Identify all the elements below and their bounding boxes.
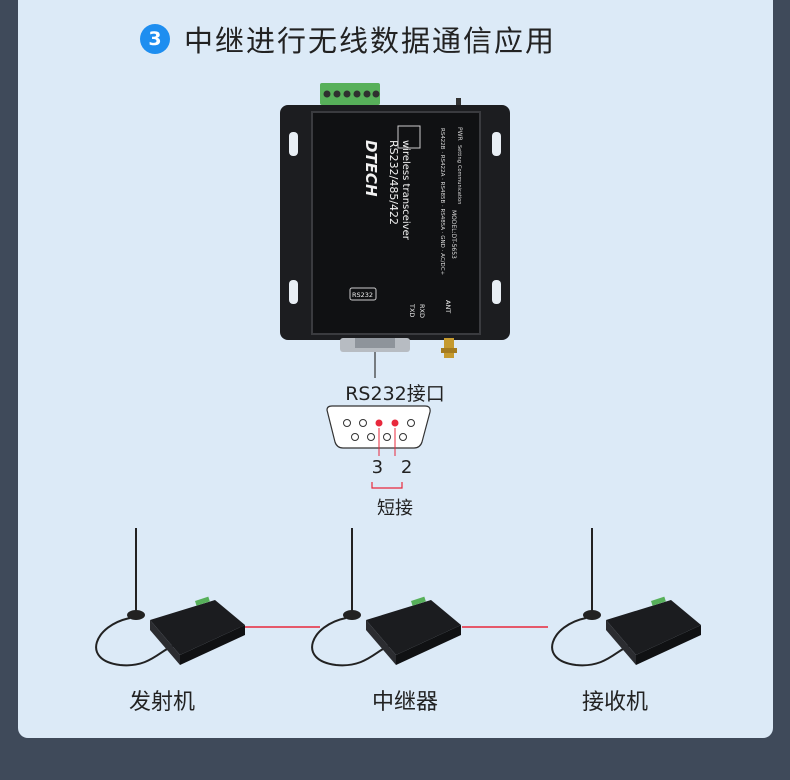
- port-name-label: RS232: [352, 291, 373, 299]
- product-name-line1: RS232/485/422: [387, 140, 400, 225]
- pwr-indicator-label: PWR: [456, 127, 463, 141]
- brand-logo: DTECH: [362, 140, 380, 197]
- short-bracket: [371, 482, 403, 489]
- short-circuit-label: 短接: [377, 498, 413, 519]
- pin-2-highlight: [391, 419, 399, 427]
- product-name-line2: wireless transceiver: [400, 140, 411, 241]
- setting-label: Setting: [456, 145, 462, 163]
- section-heading: 3 中继进行无线数据通信应用: [140, 18, 556, 60]
- pin-3-highlight: [375, 419, 383, 427]
- node-device-repeater: [311, 528, 461, 667]
- node-label-receiver: 接收机: [581, 690, 648, 715]
- rs232-port-label: RS232接口: [345, 383, 445, 405]
- ant-label: ANT: [444, 300, 452, 313]
- node-label-transmitter: 发射机: [128, 690, 195, 715]
- terminal-labels: RS422B · RS422A · RS485B · RS485A · GND …: [439, 128, 445, 276]
- rxd-label: RXD: [418, 304, 426, 318]
- step-number-badge: 3: [140, 24, 170, 54]
- pin-numbers: 3 2: [0, 457, 790, 478]
- pin-3-label: 3: [371, 457, 390, 478]
- node-label-repeater: 中继器: [371, 690, 438, 715]
- device-illustration: RS422B · RS422A · RS485B · RS485A · GND …: [270, 80, 520, 370]
- txd-label: TXD: [408, 303, 416, 317]
- node-device-receiver: [551, 528, 701, 667]
- section-title: 中继进行无线数据通信应用: [184, 24, 557, 58]
- pin-2-label: 2: [400, 457, 419, 478]
- model-text: MODEL:DT-5653: [450, 210, 457, 259]
- node-device-transmitter: [95, 528, 245, 667]
- communication-label: Communication: [456, 165, 462, 204]
- db9-pins: [343, 419, 415, 441]
